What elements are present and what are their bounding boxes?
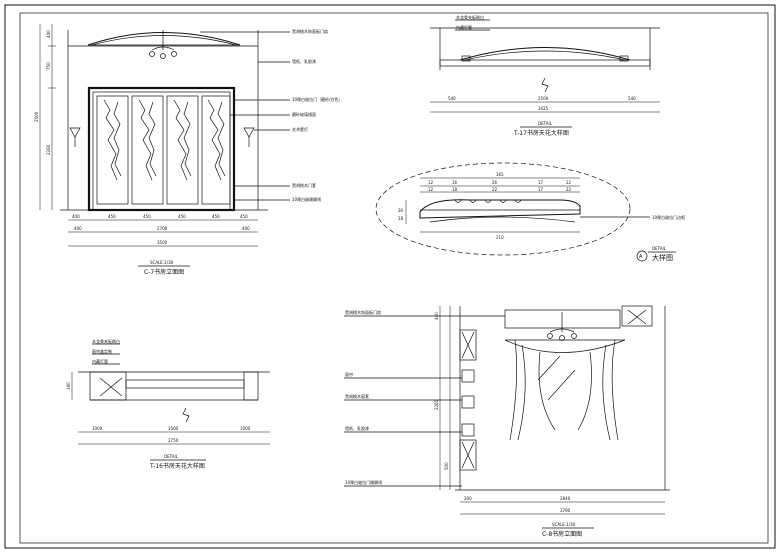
- detail-dim-b0: 12: [428, 187, 434, 192]
- t16-dim-0: 1000: [92, 426, 103, 431]
- c8-dim-h0: 200: [464, 496, 472, 501]
- c8-callout-0: 黑胡桃木饰面板门扇: [345, 309, 381, 315]
- c7-dim-total: 3500: [157, 240, 168, 245]
- view-t17-detail: 540 2500 540 3425 木龙骨夹板刷白 内藏灯管 DETAIL T-…: [430, 14, 660, 137]
- c7-dim-v2: 2500: [34, 111, 39, 122]
- detail-dim-total: 165: [496, 172, 504, 177]
- t17-dim-1: 2500: [538, 96, 549, 101]
- detail-dim-b1: 18: [452, 187, 458, 192]
- c7-dim-a3: 450: [178, 214, 186, 219]
- c8-callout-2: 黑胡桃木窗套: [345, 393, 369, 399]
- c8-dim-v1: 2260: [434, 399, 439, 410]
- detail-dim-b4: 22: [566, 187, 572, 192]
- t17-title: T-17书房天花大样图: [513, 129, 569, 137]
- detail-dim-b2: 22: [492, 187, 498, 192]
- c7-dim-a5: 450: [240, 214, 248, 219]
- c7-callout-3: 磨砂玻璃镜面: [292, 111, 316, 117]
- c7-scale-note: SCALE:1/30: [150, 260, 174, 265]
- t17-dim-2: 540: [628, 96, 636, 101]
- detail-dim-l1: 18: [398, 216, 404, 221]
- wall-lamp-icon: [243, 127, 255, 147]
- t16-scale-note: DETAIL: [164, 454, 179, 459]
- t16-callout-2: 内藏灯管: [92, 358, 108, 364]
- t17-scale-note: DETAIL: [538, 121, 553, 126]
- t16-dim-2: 1000: [240, 426, 251, 431]
- c7-dim-v1: 750: [46, 62, 51, 70]
- c7-dim-b1: 2700: [157, 226, 168, 231]
- detail-scale-note: DETAIL: [652, 246, 667, 251]
- c8-dim-total: 3790: [560, 508, 571, 513]
- detail-dim-bottom: 210: [496, 235, 504, 240]
- c8-callout-4: 10厚白玻拉门踢脚线: [345, 479, 382, 485]
- detail-title: 大样图: [652, 253, 673, 262]
- c8-callout-1: 窗帘: [345, 371, 353, 377]
- t16-dim-total: 2750: [168, 438, 179, 443]
- c7-dim-a4: 450: [212, 214, 220, 219]
- detail-dim-t2: 26: [492, 180, 498, 185]
- c7-dim-b0: 400: [74, 226, 82, 231]
- c8-title: C-8书房立面图: [542, 530, 582, 538]
- c7-title: C-7书房立面图: [144, 268, 184, 276]
- c8-callout-3: 墙纸、乳胶漆: [345, 425, 369, 431]
- detail-dim-t4: 22: [566, 180, 572, 185]
- sheet-inner-border: [19, 12, 769, 544]
- c7-callout-0: 黑胡桃木饰面板门扇: [292, 28, 328, 34]
- c7-dim-v3: 2260: [46, 144, 51, 155]
- t16-dim-left: 160: [66, 382, 71, 390]
- c7-callout-2: 10厚白玻拉门（磨砂/白色）: [292, 96, 342, 102]
- c7-dim-a2: 450: [143, 214, 151, 219]
- c7-dim-a0: 400: [72, 214, 80, 219]
- detail-dim-l0: 30: [398, 208, 404, 213]
- detail-callout: 10厚白玻拉门边框: [652, 214, 685, 220]
- c7-callout-5: 黑胡桃木门套: [292, 182, 316, 188]
- detail-dim-t1: 16: [452, 180, 458, 185]
- detail-dim-t0: 12: [428, 180, 434, 185]
- chandelier-icon: [149, 30, 177, 59]
- detail-dim-t3: 17: [538, 180, 544, 185]
- c8-dim-v2: 500: [444, 462, 449, 470]
- c7-callout-1: 墙纸、乳胶漆: [292, 58, 316, 64]
- t17-callout-1: 内藏灯管: [456, 24, 472, 30]
- view-c7-elevation: 440 750 2500 2260 400 450 450 450 450 45…: [34, 24, 342, 276]
- view-t16-detail: 160 1000 3500 1000 2750 木龙骨夹板刷白 窗帘盒定制 内藏…: [66, 338, 270, 470]
- c8-scale-note: SCALE:1/30: [552, 522, 576, 527]
- t17-dim-total: 3425: [538, 106, 549, 111]
- t16-title: T-16书房天花大样图: [149, 462, 205, 470]
- c7-glass-panels: [96, 95, 231, 205]
- c7-dim-v0: 440: [46, 30, 51, 38]
- sheet-outer-border: [4, 4, 776, 549]
- detail-dim-b3: 17: [538, 187, 544, 192]
- c8-dim-h1: 2840: [560, 496, 571, 501]
- c7-dim-a1: 450: [108, 214, 116, 219]
- t17-callout-0: 木龙骨夹板刷白: [456, 14, 484, 20]
- t16-dim-1: 3500: [168, 426, 179, 431]
- wall-lamp-icon: [69, 127, 81, 147]
- view-detail-a: 165 12 16 26 17 22 12 18 22 17 22 210 30…: [375, 162, 685, 262]
- t17-dim-0: 540: [448, 96, 456, 101]
- c7-callout-6: 10厚白玻踢脚线: [292, 196, 321, 202]
- view-c8-elevation: 440 2260 500 200 2840 3790 黑胡桃木饰面板门扇 窗帘 …: [344, 305, 670, 538]
- t16-callout-0: 木龙骨夹板刷白: [92, 338, 120, 344]
- c7-dim-b2: 400: [242, 226, 250, 231]
- t16-callout-1: 窗帘盒定制: [92, 348, 112, 354]
- curtain-icon: [504, 339, 626, 441]
- c7-callout-4: 艺术壁灯: [292, 126, 308, 132]
- chandelier-icon: [547, 312, 577, 341]
- detail-marker: A: [639, 254, 643, 260]
